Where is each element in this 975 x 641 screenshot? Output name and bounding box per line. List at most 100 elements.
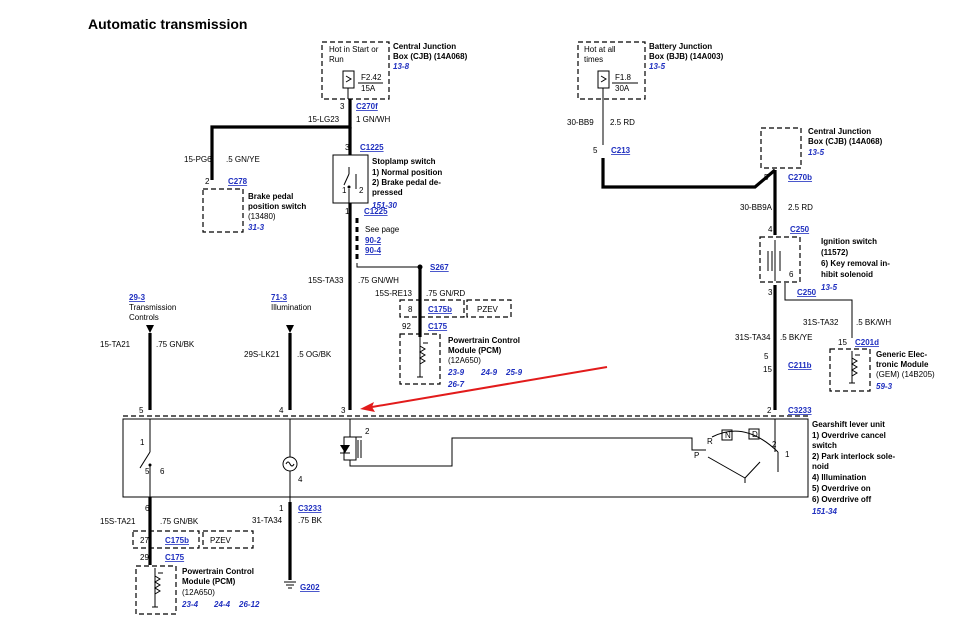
ign-item-2: hibit solenoid [821,270,873,279]
gearshift-unit-box [122,418,809,498]
gem-circuit: 31S-TA32 [803,318,839,327]
gs-title: Gearshift lever unit [812,420,885,429]
pcm-top-name-3: (12A650) [448,356,481,365]
bg-circuit: 31-TA34 [252,516,283,525]
bjb-amp: 30A [615,84,630,93]
see-page-ref-2[interactable]: 90-4 [365,246,382,255]
gem-conn[interactable]: C201d [855,338,879,347]
ign-pin-top: 4 [768,225,773,234]
red-arrow [360,366,608,412]
bjb-fuse: F1.8 [615,73,632,82]
illumination-lamp-icon [282,419,298,502]
wire-to-s267 [356,263,420,268]
trans-label-1: Transmission [129,303,176,312]
gem-name-3: (GEM) (14B205) [876,370,935,379]
bl-pcm-box [135,565,177,615]
cjb-top-ref[interactable]: 13-8 [393,62,410,71]
gem-name-2: tronic Module [876,360,929,369]
gs-conn-top[interactable]: C3233 [788,406,812,415]
bjb-ref[interactable]: 13-5 [649,62,666,71]
stoplamp-conn-top[interactable]: C1225 [360,143,384,152]
cjb-right-name-1: Central Junction [808,127,871,136]
gem-name-1: Generic Elec- [876,350,927,359]
gs-item-5: 4) Illumination [812,473,866,482]
gs-ref[interactable]: 151-34 [812,507,837,516]
ign-pin-bottom: 3 [768,288,773,297]
bjb-pin: 5 [593,146,598,155]
stoplamp-item-3: pressed [372,188,403,197]
trans-color: .75 GN/BK [156,340,195,349]
brake-ref[interactable]: 31-3 [248,223,265,232]
gs-item-7: 6) Overdrive off [812,495,871,504]
stoplamp-pin-bottom: 1 [345,207,350,216]
cjb-right-ref[interactable]: 13-5 [808,148,825,157]
gem-pin: 15 [838,338,847,347]
pcm-top-c175b-box [399,299,465,318]
trans-arrow-icon [146,325,154,333]
stoplamp-sw1: 1 [342,186,347,195]
brake-pedal-switch-box [202,188,244,233]
gs-item-2: switch [812,441,837,450]
ign-ref[interactable]: 13-5 [821,283,838,292]
gs-N: N [725,431,731,440]
pcm-top-option: PZEV [477,305,499,314]
ign-conn-bottom[interactable]: C250 [797,288,817,297]
trans-ref[interactable]: 29-3 [129,293,146,302]
bl-conn-a[interactable]: C175b [165,536,189,545]
gem-ref[interactable]: 59-3 [876,382,893,391]
overdrive-switch [139,419,152,502]
bl-ref-2[interactable]: 24-4 [213,600,231,609]
bjb-conn[interactable]: C213 [611,146,631,155]
see-page-ref-1[interactable]: 90-2 [365,236,382,245]
pcm-top-ref-4[interactable]: 26-7 [447,380,465,389]
bl-ref-3[interactable]: 26-12 [238,600,260,609]
park-solenoid-icon [340,419,706,467]
gs-one: 1 [785,450,790,459]
bl-ref-1[interactable]: 23-4 [181,600,199,609]
splice-name[interactable]: S267 [430,263,449,272]
illum-ref[interactable]: 71-3 [271,293,288,302]
brake-conn[interactable]: C278 [228,177,248,186]
cjb-right-conn[interactable]: C270b [788,173,812,182]
stoplamp-switch-box [332,154,369,204]
right-conn[interactable]: C211b [788,361,812,370]
gs-R: R [707,437,713,446]
pcm-top-name-1: Powertrain Control [448,336,520,345]
bjb-name-1: Battery Junction [649,42,712,51]
stoplamp-sw2: 2 [359,186,364,195]
bl-pin-b: 29 [140,553,149,562]
gs-sw5: 5 [145,467,150,476]
pcm-top-conn-a[interactable]: C175b [428,305,452,314]
gs-item-3: 2) Park interlock sole- [812,452,895,461]
bg-conn[interactable]: C3233 [298,504,322,513]
gs-D: D [752,430,758,439]
bjb-box: Hot at all times F1.8 30A [577,41,646,100]
bg-ground[interactable]: G202 [300,583,320,592]
brake-name-1: Brake pedal [248,192,293,201]
pcm-top-ref-3[interactable]: 25-9 [505,368,523,377]
bjb-hot-1: Hot at all [584,45,616,54]
gs-pin-top-4: 2 [767,406,772,415]
pcm-top-conn-b[interactable]: C175 [428,322,448,331]
ign-conn-top[interactable]: C250 [790,225,810,234]
pcm-top-ref-2[interactable]: 24-9 [480,368,498,377]
illum-color: .5 OG/BK [297,350,332,359]
pcm-top-box [399,333,441,385]
trans-label-2: Controls [129,313,159,322]
bl-name-2: Module (PCM) [182,577,236,586]
stoplamp-ref[interactable]: 151-30 [372,201,397,210]
stoplamp-conn-bottom[interactable]: C1225 [364,207,388,216]
cjb-right-color: 2.5 RD [788,203,813,212]
wire-ign-to-gem [784,283,853,338]
bjb-name-2: Box (BJB) (14A003) [649,52,724,61]
see-page-label: See page [365,225,400,234]
bl-pin-a: 27 [140,536,149,545]
cjb-top-conn[interactable]: C270f [356,102,378,111]
bl-c175b-box [132,530,200,549]
bl-conn-b[interactable]: C175 [165,553,185,562]
pcm-top-ref-1[interactable]: 23-9 [447,368,465,377]
bg-color: .75 BK [298,516,323,525]
stoplamp-title: Stoplamp switch [372,157,436,166]
right-pin-a: 5 [764,352,769,361]
